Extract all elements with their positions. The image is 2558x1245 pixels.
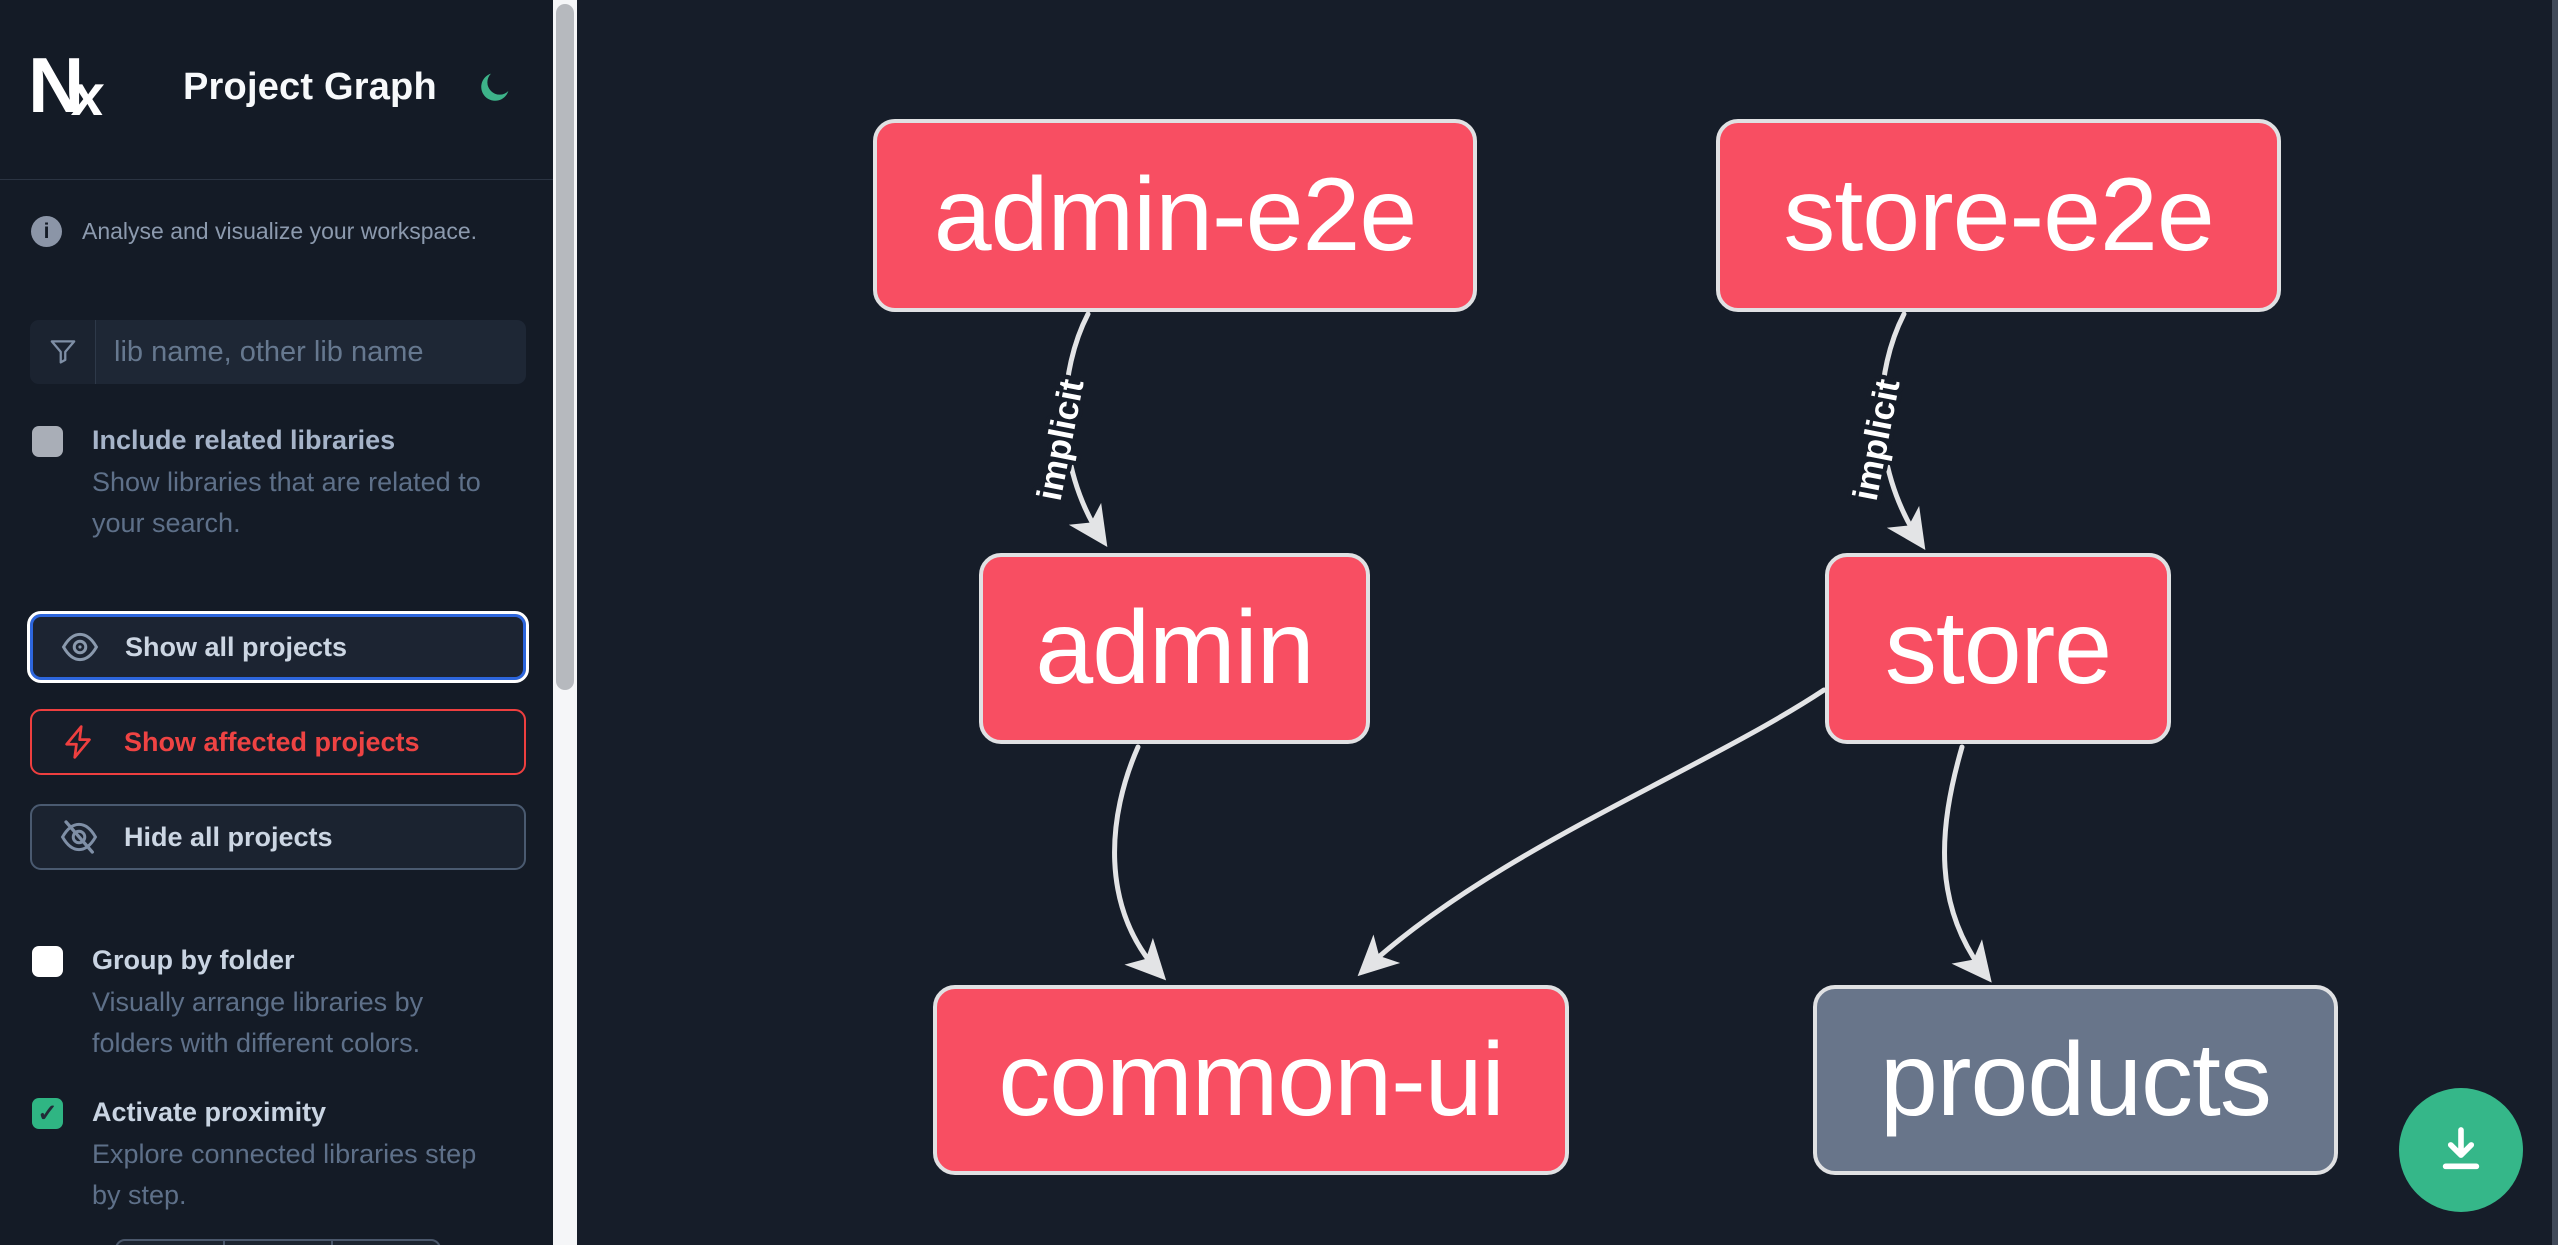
checkbox-include-related[interactable] xyxy=(32,426,63,457)
option-description: Show libraries that are related to your … xyxy=(92,467,481,538)
hide-all-projects-button[interactable]: Hide all projects xyxy=(30,804,526,870)
tagline-row: i Analyse and visualize your workspace. xyxy=(31,216,477,247)
checkbox-group-by-folder[interactable] xyxy=(32,946,63,977)
graph-node-admin-e2e[interactable]: admin-e2e xyxy=(873,119,1477,312)
proximity-increment-button[interactable] xyxy=(333,1241,439,1245)
checkbox-activate-proximity[interactable]: ✓ xyxy=(32,1098,63,1129)
proximity-decrement-button[interactable] xyxy=(117,1241,225,1245)
show-affected-projects-button[interactable]: Show affected projects xyxy=(30,709,526,775)
info-icon: i xyxy=(31,216,62,247)
moon-icon[interactable] xyxy=(475,70,512,107)
graph-edge-store-to-common-ui xyxy=(1357,687,1827,977)
eye-icon xyxy=(59,626,101,668)
edge-label-implicit: implicit xyxy=(1846,376,1908,504)
graph-edge-store-e2e-to-store xyxy=(1879,311,1926,550)
save-image-button[interactable] xyxy=(2399,1088,2523,1212)
graph-node-label: admin-e2e xyxy=(933,157,1417,273)
graph-node-label: store-e2e xyxy=(1783,157,2214,273)
graph-edge-admin-to-common-ui xyxy=(1112,744,1167,981)
graph-node-label: products xyxy=(1880,1021,2272,1138)
eye-off-icon xyxy=(58,816,100,858)
filter-funnel-segment xyxy=(30,320,96,384)
graph-node-products[interactable]: products xyxy=(1813,985,2338,1175)
graph-node-store-e2e[interactable]: store-e2e xyxy=(1716,119,2281,312)
option-description: Visually arrange libraries by folders wi… xyxy=(92,987,424,1058)
proximity-value xyxy=(225,1241,333,1245)
proximity-stepper xyxy=(115,1239,441,1245)
project-actions: Show all projects Show affected projects xyxy=(27,611,529,870)
graph-edge-store-to-products xyxy=(1942,744,1992,983)
graph-node-label: admin xyxy=(1035,590,1314,706)
page-title: Project Graph xyxy=(183,66,437,108)
option-description: Explore connected libraries step by step… xyxy=(92,1139,477,1210)
search-bar xyxy=(30,320,526,384)
graph-node-common-ui[interactable]: common-ui xyxy=(933,985,1569,1175)
graph-node-admin[interactable]: admin xyxy=(979,553,1370,744)
graph-node-store[interactable]: store xyxy=(1825,553,2171,744)
sidebar-scrollbar-thumb[interactable] xyxy=(556,4,574,690)
bolt-icon xyxy=(58,723,100,761)
option-group-by-folder[interactable]: Group by folder Visually arrange librari… xyxy=(30,940,500,1064)
graph-node-label: store xyxy=(1884,590,2112,706)
download-icon xyxy=(2442,1127,2480,1170)
option-label: Include related libraries xyxy=(92,425,396,455)
canvas-scrollbar[interactable] xyxy=(2552,0,2558,1245)
option-include-related-libraries[interactable]: Include related libraries Show libraries… xyxy=(30,420,500,544)
show-all-projects-button[interactable]: Show all projects xyxy=(27,611,529,683)
graph-edge-admin-e2e-to-admin xyxy=(1062,311,1108,547)
tagline-text: Analyse and visualize your workspace. xyxy=(82,218,478,244)
option-activate-proximity[interactable]: ✓ Activate proximity Explore connected l… xyxy=(30,1092,500,1216)
edge-label-implicit: implicit xyxy=(1030,376,1092,504)
funnel-icon xyxy=(50,340,75,364)
option-label: Group by folder xyxy=(92,945,295,975)
option-label: Activate proximity xyxy=(92,1097,327,1127)
graph-node-label: common-ui xyxy=(998,1021,1504,1138)
search-input[interactable] xyxy=(96,320,526,384)
